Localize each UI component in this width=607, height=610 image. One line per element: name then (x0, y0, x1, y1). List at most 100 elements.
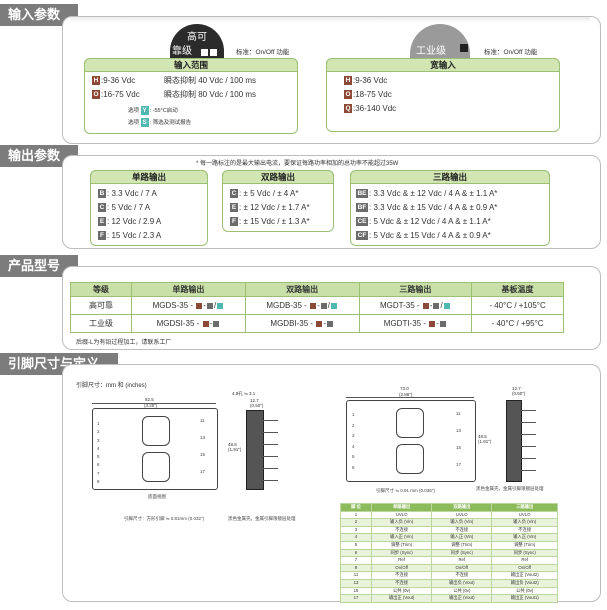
model-grade: 高可靠 (70, 296, 132, 315)
input-surge-row-2: 瞬态抑制 80 Vdc / 100 ms (164, 90, 257, 99)
model-header-single: 单路输出 (131, 282, 246, 297)
pin-cell: 6 (340, 548, 372, 558)
pin-cell: 输入负 (Vin) (370, 518, 433, 527)
left-material-note: 黑色金属壳，金属引脚限镀层处理 (228, 516, 296, 521)
output-value: 3.3 Vdc / 7 A (111, 189, 157, 198)
triple-output-head: 三路输出 (350, 170, 550, 184)
output-value: ± 15 Vdc / ± 1.3 A* (243, 217, 310, 226)
pin-cell: Ref (431, 556, 493, 565)
left-side-pin (262, 468, 278, 469)
pin-cell: UVLO (491, 510, 558, 520)
pin-cell: 输入正 (Vin) (431, 533, 493, 542)
right-side-pin (520, 434, 536, 435)
left-bottom-view-label: 底面视图 (148, 494, 166, 499)
wide-row-1: H:9-36 Vdc (344, 76, 388, 86)
output-value: ± 12 Vdc / ± 1.7 A* (243, 203, 310, 212)
option-prefix: 选项 (128, 108, 140, 114)
section-input-title: 输入参数 (0, 4, 78, 26)
pin-cell: 15 (340, 586, 372, 596)
model-grade: 工业级 (70, 314, 132, 333)
model-temp: - 40°C / +95°C (471, 314, 564, 333)
triple-row-2: BF: 3.3 Vdc & ± 15 Vdc / 4 A & ± 0.9 A* (356, 203, 498, 213)
left-side-dim1: 4.9孔 ≒ 3.1 (232, 391, 256, 396)
model-code: MGDTI-35 - (383, 319, 427, 328)
pin-cell: 输出负 (Vout) (431, 578, 493, 588)
pin-header: 单路输出 (370, 503, 433, 512)
right-cutout-top (396, 408, 424, 438)
left-side-pin (262, 432, 278, 433)
left-cutout-top (142, 416, 170, 446)
model-footnote: 后缀-L为有铅过程加工，请联系工厂 (76, 340, 172, 346)
right-side-dim: 12.7(0.50") (512, 386, 526, 396)
triple-row-4: CF: 5 Vdc & ± 15 Vdc / 4 A & ± 0.9 A* (356, 231, 491, 241)
pin-cell: 输入负 (Vin) (431, 518, 493, 527)
single-row-4: F: 15 Vdc / 2.3 A (98, 231, 162, 241)
output-value: ± 5 Vdc / ± 4 A* (243, 189, 299, 198)
range-value: 18-75 Vdc (355, 90, 392, 99)
pin-cell: 8 (340, 563, 372, 573)
left-side-pin (262, 456, 278, 457)
output-value: 12 Vdc / 2.9 A (111, 217, 162, 226)
range-value: 36-140 Vdc (355, 104, 397, 113)
code-badge: C (98, 203, 106, 213)
model-dual: MGDB-35 - -/ (244, 296, 360, 315)
left-height-dim: 48.5(1.91") (228, 442, 242, 452)
right-side-pin (520, 470, 536, 471)
input-range-row-2: O:16-75 Vdc (92, 90, 140, 100)
code-badge: H (92, 76, 100, 86)
pin-cell: 公共 (0v) (370, 586, 433, 596)
pin-cell: 5 (340, 540, 372, 550)
option-text: 筛选及测试报告 (152, 120, 192, 126)
code-badge: BE (356, 189, 368, 199)
left-side-pin (262, 420, 278, 421)
code-badge: C (230, 189, 238, 199)
model-single: MGDS-35 - -/ (131, 296, 246, 315)
section-model-title: 产品型号 (0, 255, 78, 277)
pin-cell: 公共 (0v) (491, 586, 558, 596)
pin-cell: On/Off (491, 563, 558, 573)
pin-cell: 4 (340, 533, 372, 542)
range-value: 9-36 Vdc (103, 76, 136, 85)
industrial-standard: 标准：On/Off 功能 (484, 49, 538, 56)
model-header-triple: 三路输出 (358, 282, 473, 297)
dual-output-head: 双路输出 (222, 170, 334, 184)
pin-cell: 输入正 (Vin) (491, 533, 558, 542)
hi-rel-squares (200, 44, 218, 62)
code-badge: E (98, 217, 106, 227)
wide-input-head: 宽输入 (326, 58, 560, 72)
pin-cell: 不连接 (431, 571, 493, 580)
right-width-line (346, 397, 474, 398)
right-material-note: 黑色金属壳，金属引脚限镀层处理 (476, 486, 544, 491)
left-side-pin (262, 444, 278, 445)
pin-cell: 不连接 (370, 525, 433, 535)
pin-cell: 2 (340, 518, 372, 527)
hi-rel-label-1: 高可 (187, 32, 207, 43)
single-row-2: C: 5 Vdc / 7 A (98, 203, 151, 213)
code-badge: B (98, 189, 106, 199)
input-range-head: 输入范围 (84, 58, 298, 72)
code-badge: O (92, 90, 100, 100)
left-side-view (246, 410, 264, 490)
output-value: 3.3 Vdc & ± 12 Vdc / 4 A & ± 1.1 A* (373, 189, 498, 198)
left-module-bottom-view (92, 408, 218, 490)
pin-cell: On/Off (431, 563, 493, 573)
output-value: 15 Vdc / 2.3 A (111, 231, 162, 240)
output-value: 5 Vdc & ± 15 Vdc / 4 A & ± 0.9 A* (373, 231, 491, 240)
pin-cell: 输入正 (Vin) (370, 533, 433, 542)
output-value: 3.3 Vdc & ± 15 Vdc / 4 A & ± 0.9 A* (373, 203, 498, 212)
option-code: S (140, 118, 149, 128)
right-side-pin (520, 458, 536, 459)
option-row-1: 选项 Y: -55°C启动 (128, 106, 178, 116)
hi-rel-standard: 标准：On/Off 功能 (236, 49, 290, 56)
pin-header: 双路输出 (431, 503, 493, 512)
pin-cell: 输出正 (Vout) (431, 594, 493, 603)
pin-cell: 输出正 (Vout) (370, 594, 433, 603)
pin-unit-label: 引脚尺寸：mm 和 (inches) (76, 383, 147, 389)
right-side-view (506, 400, 522, 482)
left-pin-note: 引脚尺寸：方形引脚 ≒ 0.81mm (0.032") (124, 516, 205, 521)
code-badge: CF (356, 231, 368, 241)
